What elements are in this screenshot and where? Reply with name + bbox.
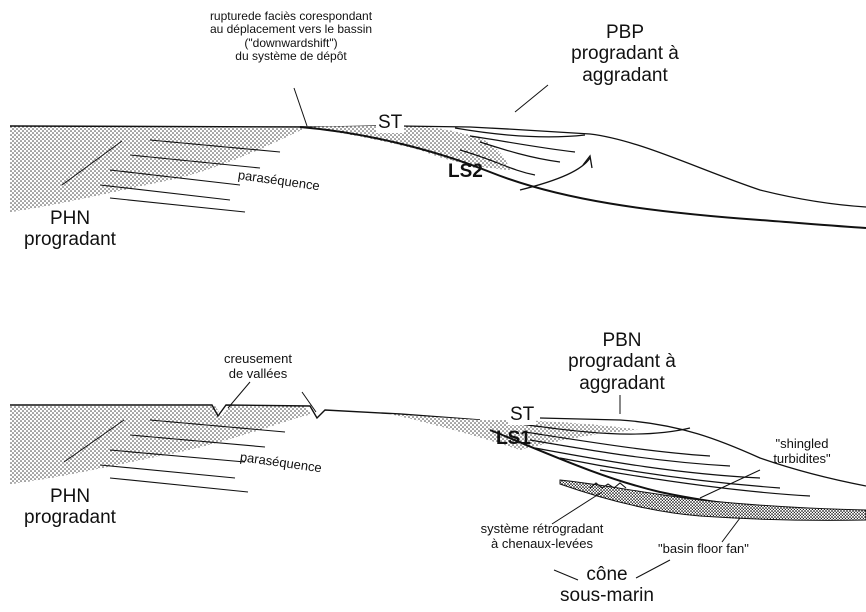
top-pbp-leader [515,85,548,112]
bottom-pbn-line-3: aggradant [552,373,692,394]
top-pbp-label: PBP progradant à aggradant [555,22,695,86]
top-phn-line-2: progradant [10,229,130,250]
bottom-pbn-line-1: PBN [552,330,692,351]
bottom-basin-leader [722,518,740,542]
bottom-pbn-label: PBN progradant à aggradant [552,330,692,394]
bottom-cone-line-2: sous-marin [552,585,662,606]
bottom-creusement-line-2: de vallées [208,367,308,382]
top-pbp-line-1: PBP [555,22,695,43]
top-phn-prism [10,126,310,212]
bottom-cone-label: cône sous-marin [552,564,662,607]
bottom-phn-prism [10,406,312,484]
top-rupture-line-1: rupturede faciès corespondant [172,10,410,23]
top-ls2-label: LS2 [448,161,483,182]
top-st-label: ST [376,112,404,133]
bottom-creusement-line-1: creusement [208,352,308,367]
bottom-phn-line-2: progradant [10,507,130,528]
top-cross-section [10,85,866,228]
bottom-systeme-line-2: à chenaux-levées [462,537,622,552]
bottom-phn-label: PHN progradant [10,486,130,529]
bottom-ls1-label: LS1 [496,428,531,449]
bottom-systeme-leader [552,492,602,524]
top-rupture-line-4: du système de dépôt [172,50,410,63]
bottom-shingled-label: "shingled turbidites" [752,437,852,466]
top-phn-line-1: PHN [10,208,130,229]
top-rupture-line-2: au déplacement vers le bassin [172,23,410,36]
bottom-pbn-line-2: progradant à [552,351,692,372]
top-pbp-line-2: progradant à [555,43,695,64]
bottom-basin-floor-label: "basin floor fan" [658,542,749,557]
bottom-creusement-label: creusement de vallées [208,352,308,381]
bottom-creusement-leader [228,382,250,408]
bottom-cone-line-1: cône [552,564,662,585]
top-phn-label: PHN progradant [10,208,130,251]
top-rupture-label: rupturede faciès corespondant au déplace… [172,10,410,64]
top-rupture-leader [294,88,307,126]
bottom-systeme-line-1: système rétrogradant [462,522,622,537]
top-rupture-line-3: ("downwardshift") [172,37,410,50]
bottom-shingled-line-1: "shingled [752,437,852,452]
top-ls2-surface [300,127,866,228]
bottom-shingled-line-2: turbidites" [752,452,852,467]
top-pbp-line-3: aggradant [555,65,695,86]
bottom-st-label: ST [508,404,536,425]
bottom-systeme-label: système rétrogradant à chenaux-levées [462,522,622,551]
bottom-phn-line-1: PHN [10,486,130,507]
